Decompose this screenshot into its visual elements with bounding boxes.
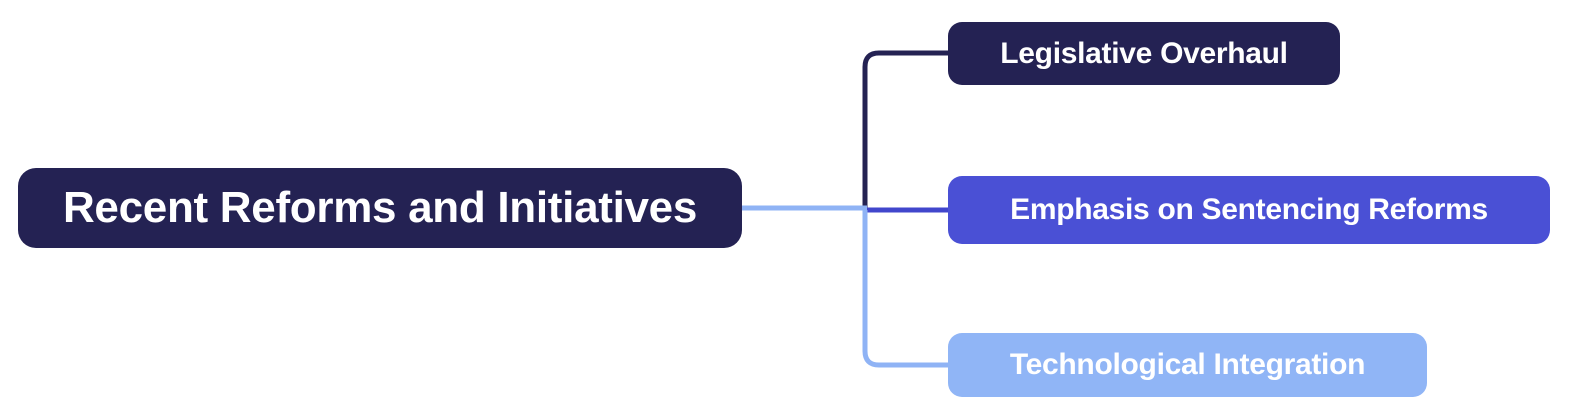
connector-branch-legislative-overhaul	[862, 50, 948, 210]
node-emphasis-on-sentencing-reforms[interactable]: Emphasis on Sentencing Reforms	[948, 176, 1550, 244]
node-label: Recent Reforms and Initiatives	[62, 183, 698, 232]
node-technological-integration[interactable]: Technological Integration	[948, 333, 1427, 397]
node-legislative-overhaul[interactable]: Legislative Overhaul	[948, 22, 1340, 85]
connector-branch-technological-integration	[862, 210, 948, 368]
node-label: Emphasis on Sentencing Reforms	[1010, 193, 1488, 226]
node-label: Legislative Overhaul	[1000, 36, 1288, 70]
node-recent-reforms-and-initiatives[interactable]: Recent Reforms and Initiatives	[18, 168, 742, 248]
node-label: Technological Integration	[1009, 348, 1366, 381]
